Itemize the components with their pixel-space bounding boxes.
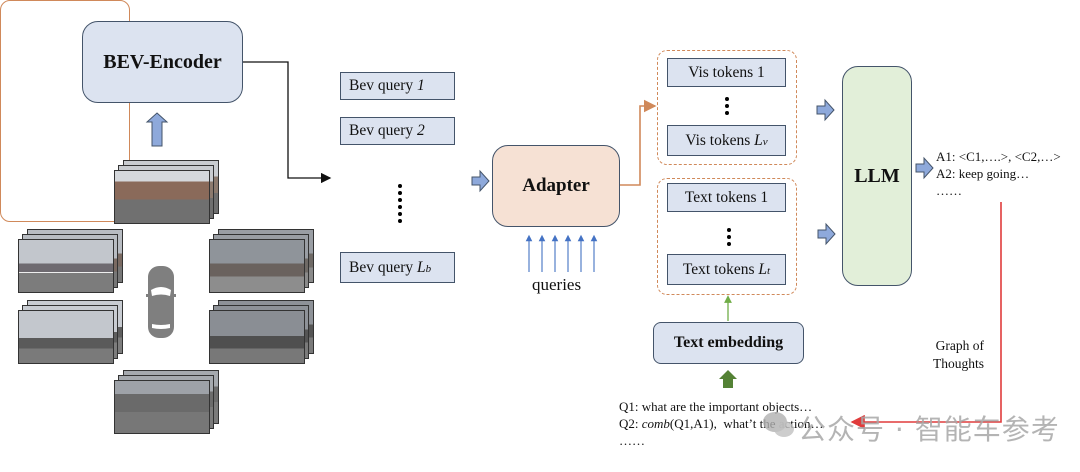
answers-text: A1: <C1,….>, <C2,…> A2: keep going… ……	[936, 148, 1061, 199]
bev-query-lb-sub: b	[425, 262, 432, 275]
answer-more: ……	[936, 183, 962, 198]
bev-query-1: Bev query 1	[340, 72, 455, 100]
text-token-lt-var: L	[758, 260, 768, 278]
bev-query-lb-var: L	[417, 258, 426, 276]
queries-label: queries	[532, 275, 582, 294]
text-token-lt-sub: t	[767, 264, 771, 277]
text-token-1: Text tokens 1	[667, 183, 786, 212]
text-embedding-label: Text embedding	[673, 334, 784, 351]
question-q2-comb: comb	[641, 416, 670, 431]
encoder-to-queries-connector	[243, 61, 332, 184]
adapter-block: Adapter	[492, 145, 620, 227]
bev-query-2: Bev query 2	[340, 117, 455, 145]
vis-token-1-label: Vis tokens 1	[688, 63, 765, 81]
block-arrow-llm-output-icon	[915, 156, 934, 180]
bev-encoder-block: BEV-Encoder	[82, 21, 243, 103]
text-tokens-ellipsis	[727, 228, 731, 249]
adapter-label: Adapter	[522, 175, 590, 196]
wechat-logo-icon	[763, 412, 794, 437]
bev-query-2-label: Bev query	[349, 122, 418, 139]
bev-query-2-index: 2	[417, 122, 425, 139]
adapter-to-vis-connector	[620, 99, 657, 186]
bev-query-lb-label: Bev query	[349, 258, 418, 276]
vis-token-lv-label: Vis tokens	[685, 131, 755, 149]
bev-query-1-label: Bev query	[349, 77, 418, 94]
block-arrow-green-up-icon	[719, 370, 737, 388]
questions-text: Q1: what are the important objects… Q2: …	[619, 398, 823, 449]
text-token-lt-label: Text tokens	[682, 260, 759, 278]
graph-of-thoughts-feedback-connector	[850, 202, 1002, 430]
llm-label: LLM	[854, 164, 900, 187]
text-tokens-group	[657, 178, 797, 295]
text-embedding-block: Text embedding	[653, 322, 804, 364]
llm-block: LLM	[842, 66, 912, 286]
vis-tokens-group	[657, 50, 797, 165]
answer-a1: A1: <C1,….>, <C2,…>	[936, 149, 1061, 164]
vis-tokens-ellipsis	[725, 97, 729, 118]
bev-encoder-label: BEV-Encoder	[103, 50, 222, 73]
graph-of-thoughts-line2: Thoughts	[933, 356, 985, 371]
block-arrow-text-to-llm-icon	[817, 222, 836, 246]
vis-token-lv-var: L	[754, 131, 763, 149]
graph-of-thoughts-line1: Graph of	[935, 338, 985, 353]
text-token-1-label: Text tokens 1	[684, 188, 769, 206]
graph-of-thoughts-label: Graph of Thoughts	[933, 337, 984, 373]
question-q2-prefix: Q2:	[619, 416, 642, 431]
vis-token-lv-sub: v	[762, 135, 768, 148]
bev-query-ellipsis	[398, 184, 402, 226]
block-arrow-right-icon	[471, 169, 490, 193]
answer-a2: A2: keep going…	[936, 166, 1030, 181]
watermark-text: 公众号 · 智能车参考	[798, 413, 1060, 446]
block-arrow-vis-to-llm-icon	[816, 98, 835, 122]
block-arrow-up-icon	[145, 112, 169, 147]
vis-token-1: Vis tokens 1	[667, 58, 786, 87]
bev-query-1-index: 1	[417, 77, 425, 94]
question-q1: Q1: what are the important objects…	[619, 399, 813, 414]
query-arrows	[525, 234, 598, 272]
ego-car-icon	[146, 266, 176, 338]
bev-query-container	[0, 0, 130, 222]
question-more: ……	[619, 433, 645, 448]
